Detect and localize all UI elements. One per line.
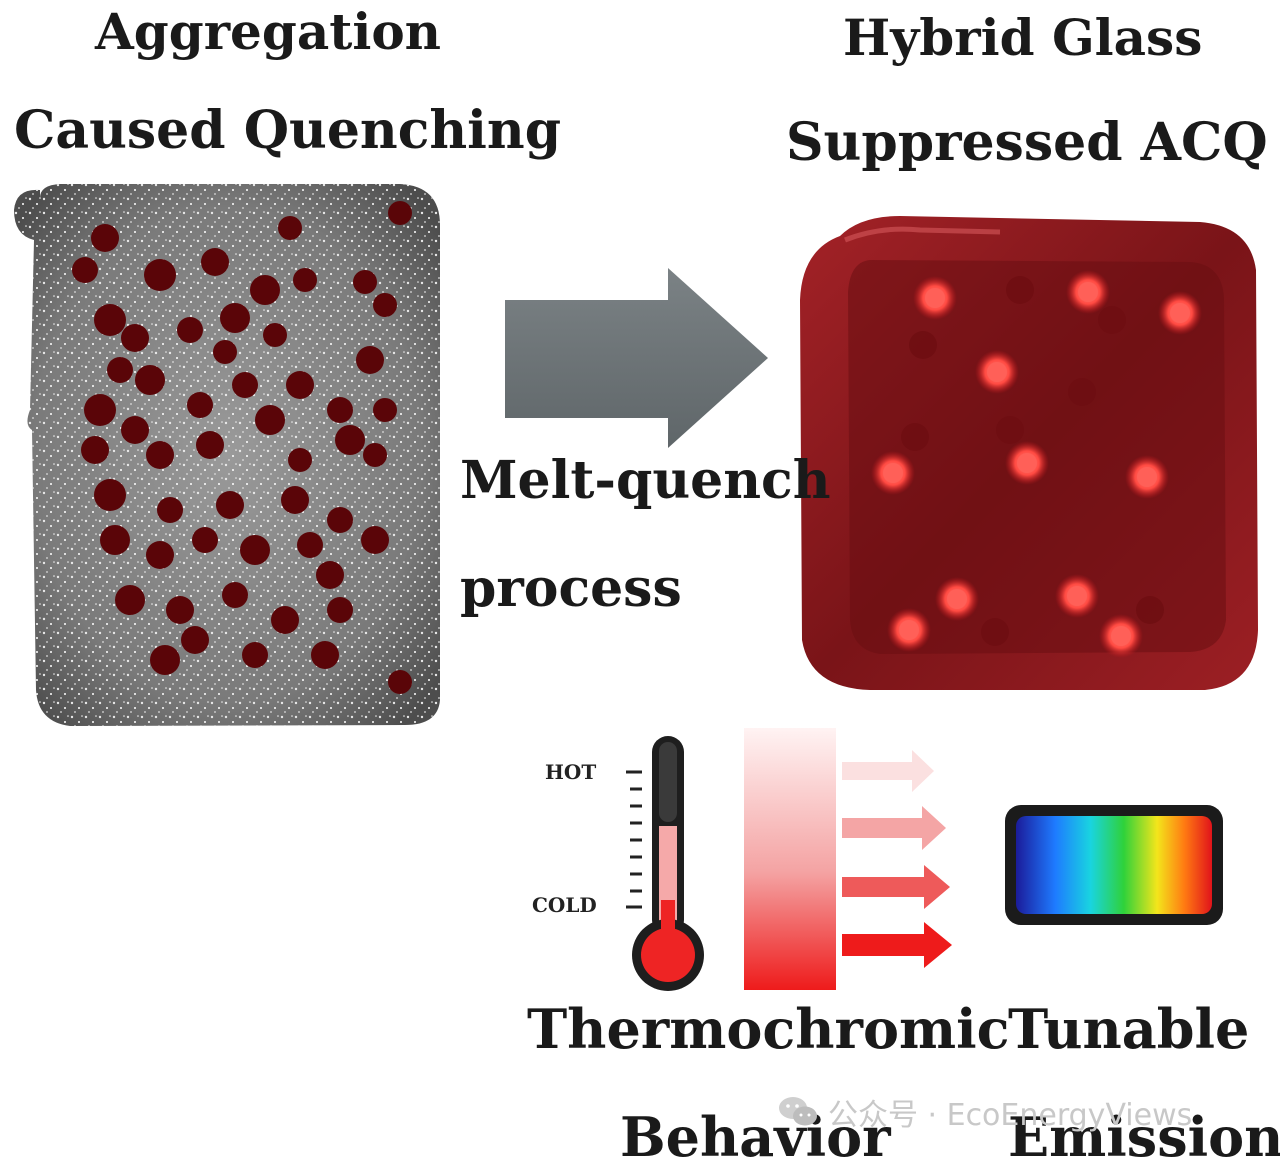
aggregate-dot (135, 365, 165, 395)
thermochromic-label: Thermochromic (527, 997, 1010, 1061)
aggregate-dot (373, 398, 397, 422)
aggregate-dot (335, 425, 365, 455)
aggregate-dot (250, 275, 280, 305)
dim-dot (909, 331, 937, 359)
emission-dot-core (1137, 467, 1157, 487)
aggregate-dot (144, 259, 176, 291)
emission-dot-core (1111, 626, 1131, 646)
aggregate-dot (181, 626, 209, 654)
dim-dot (1136, 596, 1164, 624)
caused-quenching-title: Caused Quenching (14, 100, 562, 161)
dim-dot (981, 618, 1009, 646)
aggregate-dot (91, 224, 119, 252)
aggregate-dot (353, 270, 377, 294)
aggregate-dot (240, 535, 270, 565)
aggregate-dot (107, 357, 133, 383)
emission-dot-core (925, 288, 945, 308)
emission-dot-core (1067, 586, 1087, 606)
aggregate-dot (94, 479, 126, 511)
aggregate-dot (146, 541, 174, 569)
cold-label: COLD (532, 893, 597, 917)
aggregate-dot (373, 293, 397, 317)
aggregate-dot (201, 248, 229, 276)
tunable-spectrum-box (1005, 805, 1223, 925)
emission-dot-core (899, 620, 919, 640)
aggregate-dot (222, 582, 248, 608)
aggregate-dot (187, 392, 213, 418)
thermochromic-color-bar (744, 728, 836, 990)
dim-dot (1006, 276, 1034, 304)
aggregate-dot (327, 507, 353, 533)
aggregate-dot (192, 527, 218, 553)
dim-dot (1068, 378, 1096, 406)
aggregate-dot (255, 405, 285, 435)
thermometer-icon (626, 736, 704, 991)
emission-dot-core (1078, 282, 1098, 302)
dim-dot (1098, 306, 1126, 334)
aggregate-dot (242, 642, 268, 668)
aggregate-dot (196, 431, 224, 459)
aggregate-dot (288, 448, 312, 472)
aggregate-dot (84, 394, 116, 426)
aggregate-dot (115, 585, 145, 615)
aggregate-dot (146, 441, 174, 469)
hybrid-glass-title: Hybrid Glass (843, 8, 1203, 67)
aggregate-dot (121, 416, 149, 444)
aggregate-dot (281, 486, 309, 514)
process-arrow (505, 268, 768, 448)
watermark: 公众号 · EcoEnergyViews (778, 1090, 1192, 1134)
watermark-text: 公众号 · EcoEnergyViews (828, 1098, 1193, 1133)
dim-dot (996, 416, 1024, 444)
tunable-label: Tunable (1008, 997, 1250, 1061)
aggregate-dot (213, 340, 237, 364)
aggregate-dot (361, 526, 389, 554)
aggregate-dot (81, 436, 109, 464)
aggregate-dot (232, 372, 258, 398)
dim-dot (901, 423, 929, 451)
aggregate-dot (72, 257, 98, 283)
aggregate-dot (311, 641, 339, 669)
emission-dot-core (883, 463, 903, 483)
aggregate-dot (297, 532, 323, 558)
aggregation-title: Aggregation (95, 2, 442, 61)
aggregate-dot (388, 201, 412, 225)
aggregate-dot (216, 491, 244, 519)
aggregate-dot (271, 606, 299, 634)
aggregate-dot (278, 216, 302, 240)
suppressed-acq-title: Suppressed ACQ (786, 112, 1268, 173)
process-label: process (460, 558, 682, 619)
aggregate-dot (121, 324, 149, 352)
aggregate-dot (388, 670, 412, 694)
behavior-label: Behavior (620, 1105, 891, 1169)
aggregate-dot (157, 497, 183, 523)
aggregate-dot (150, 645, 180, 675)
aggregate-dot (177, 317, 203, 343)
aggregated-powder-panel (14, 184, 440, 726)
emission-dots (871, 270, 1202, 658)
aggregate-dot (94, 304, 126, 336)
emission-dot-core (1017, 453, 1037, 473)
emission-label: Emission (1008, 1105, 1280, 1169)
hybrid-glass-cube (800, 216, 1258, 690)
emission-dot-core (987, 362, 1007, 382)
emission-arrows (842, 750, 952, 968)
aggregate-dot (316, 561, 344, 589)
aggregate-dot (356, 346, 384, 374)
aggregate-dot (100, 525, 130, 555)
wechat-icon (779, 1097, 817, 1126)
aggregate-dot (286, 371, 314, 399)
aggregate-dot (166, 596, 194, 624)
aggregate-dot (293, 268, 317, 292)
hot-label: HOT (545, 760, 597, 784)
aggregate-dot (327, 597, 353, 623)
melt-quench-label: Melt-quench (460, 450, 831, 511)
emission-dot-core (1170, 303, 1190, 323)
aggregate-dot (220, 303, 250, 333)
aggregate-dots (72, 201, 412, 694)
aggregate-dot (363, 443, 387, 467)
emission-dot-core (947, 589, 967, 609)
aggregate-dot (263, 323, 287, 347)
aggregate-dot (327, 397, 353, 423)
